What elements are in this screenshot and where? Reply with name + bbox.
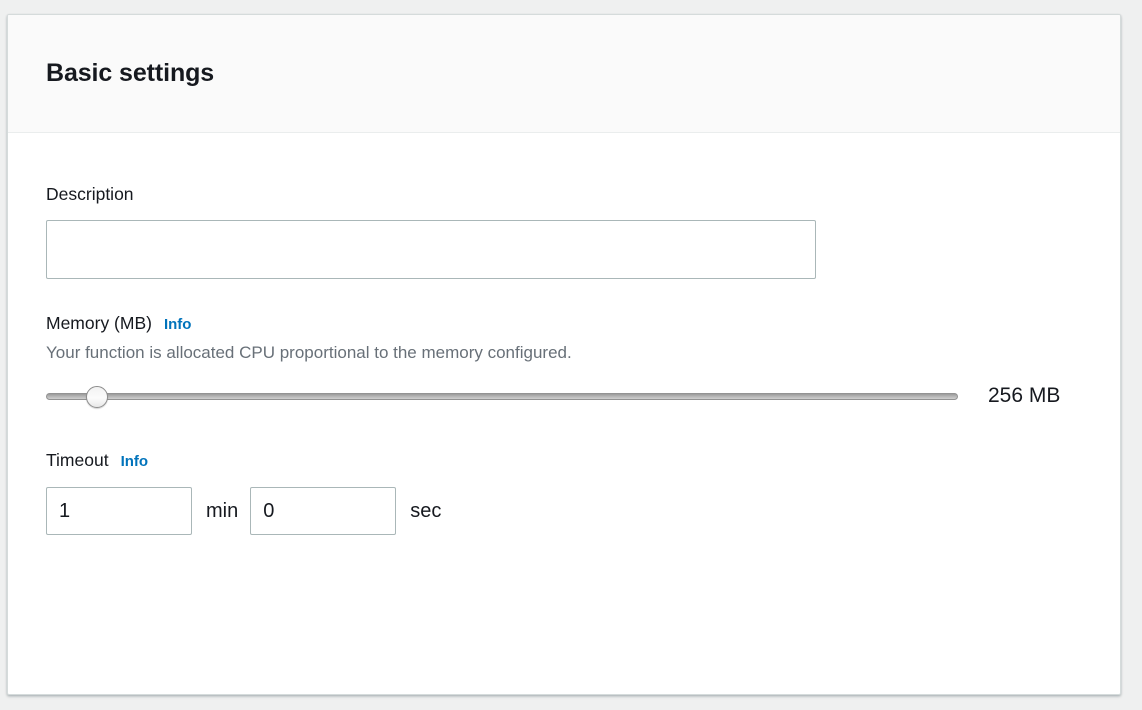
timeout-minutes-unit: min xyxy=(206,499,239,522)
memory-slider[interactable] xyxy=(46,384,958,408)
card-body: Description Memory (MB) Info Your functi… xyxy=(8,133,1120,535)
timeout-field-group: Timeout Info min sec xyxy=(46,449,1082,535)
description-field-group: Description xyxy=(46,183,1082,279)
timeout-label-text: Timeout xyxy=(46,450,109,470)
timeout-inputs-row: min sec xyxy=(46,487,1082,535)
card-header: Basic settings xyxy=(8,15,1120,133)
memory-slider-row: 256 MB xyxy=(46,383,1082,409)
timeout-info-link[interactable]: Info xyxy=(120,453,149,470)
memory-hint-text: Your function is allocated CPU proportio… xyxy=(46,343,572,362)
description-label: Description xyxy=(46,183,1082,205)
memory-label-text: Memory (MB) xyxy=(46,313,152,333)
description-input[interactable] xyxy=(46,220,816,279)
memory-label: Memory (MB) Info xyxy=(46,312,1082,336)
timeout-seconds-input[interactable] xyxy=(250,487,397,535)
page-title: Basic settings xyxy=(46,59,215,87)
description-label-text: Description xyxy=(46,184,134,204)
timeout-seconds-unit: sec xyxy=(410,499,442,522)
timeout-label: Timeout Info xyxy=(46,449,1082,473)
memory-value-label: 256 MB xyxy=(988,384,1061,407)
memory-info-link[interactable]: Info xyxy=(163,316,192,333)
memory-field-group: Memory (MB) Info Your function is alloca… xyxy=(46,312,1082,409)
basic-settings-card: Basic settings Description Memory (MB) I… xyxy=(7,14,1121,695)
timeout-minutes-input[interactable] xyxy=(46,487,192,535)
